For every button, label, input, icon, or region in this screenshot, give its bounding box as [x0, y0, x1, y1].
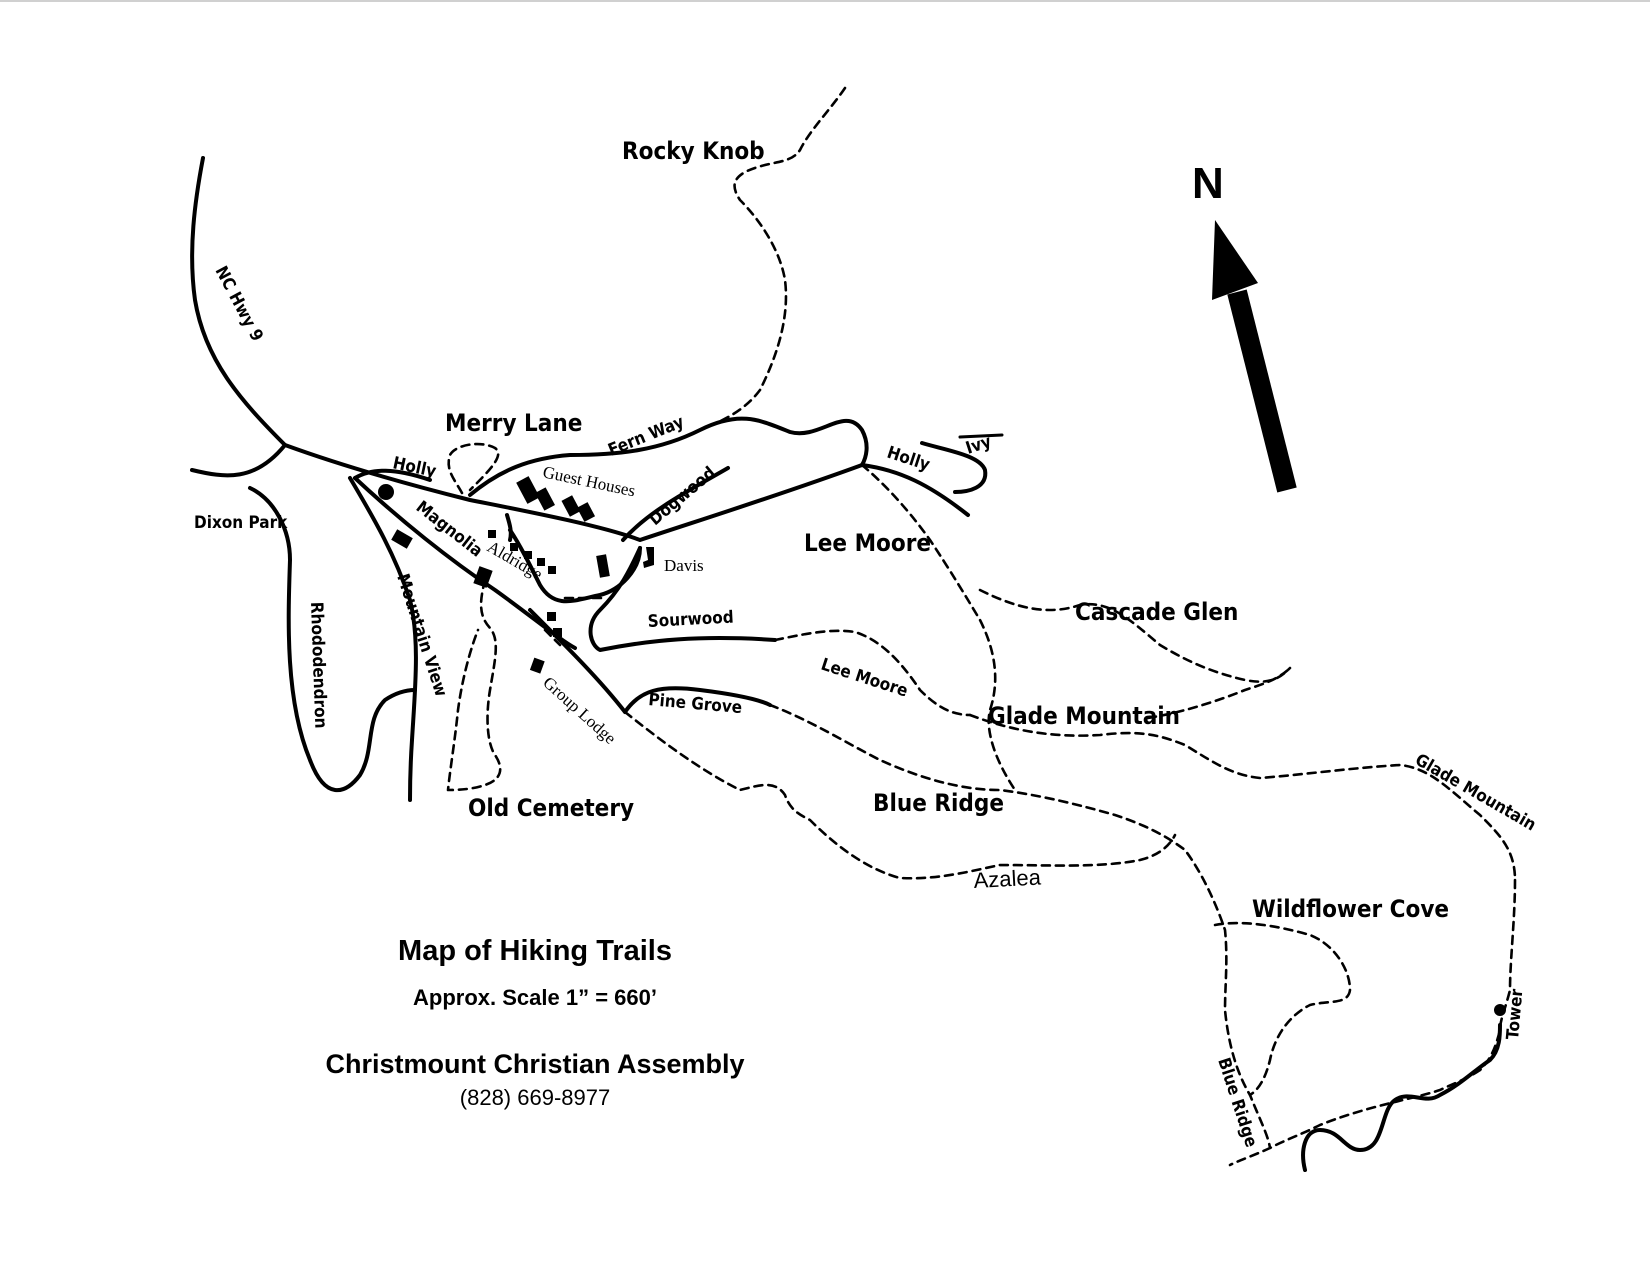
davis-road: [588, 546, 777, 652]
tower-trail: [1228, 1068, 1482, 1167]
north-loop-west: [353, 468, 432, 482]
building-mountain-view: [391, 529, 413, 549]
holly-east-road: [860, 463, 970, 517]
north-label: N: [1192, 159, 1224, 208]
building-center: [596, 554, 610, 578]
label-holly-west: Holly: [391, 453, 438, 482]
cascade-glen-connector: [1146, 666, 1292, 720]
dixon-spur: [190, 443, 287, 478]
cascade-glen-trail: [978, 588, 1292, 683]
building-guest-house-4: [576, 502, 596, 522]
label-blue-ridge-south: Blue Ridge: [1213, 1055, 1261, 1149]
label-cascade-glen: Cascade Glen: [1075, 598, 1238, 626]
lee-moore-south-trail: [773, 629, 972, 717]
building-davis: [643, 547, 654, 568]
map-scale: Approx. Scale 1” = 660’: [413, 985, 657, 1010]
trails: [446, 86, 1517, 1167]
label-mountain-view: Mountain View: [392, 571, 451, 699]
guest-houses-spur: [505, 513, 513, 542]
building-guest-house-3: [561, 495, 581, 517]
label-tower: Tower: [1503, 988, 1527, 1041]
rocky-knob-trail: [698, 86, 847, 432]
tower-creek-line: [1301, 1023, 1502, 1172]
building-aldridge-5: [548, 566, 556, 574]
organization-name: Christmount Christian Assembly: [325, 1049, 745, 1079]
map-title: Map of Hiking Trails: [398, 935, 672, 967]
building-aldridge-4: [537, 558, 545, 566]
label-group-lodge: Group Lodge: [539, 673, 619, 748]
label-dixon-park: Dixon Park: [194, 513, 288, 533]
building-sourwood-1: [547, 612, 556, 621]
group-lodge-road: [528, 608, 627, 714]
building-aldridge-2: [510, 543, 518, 551]
label-dogwood: Dogwood: [645, 463, 719, 530]
rhododendron-loop: [248, 486, 417, 792]
label-wildflower-cove: Wildflower Cove: [1252, 895, 1449, 923]
ivy-road: [920, 441, 988, 494]
wildflower-cove-trail: [1213, 921, 1352, 1097]
label-sourwood: Sourwood: [647, 608, 734, 632]
north-arrow: N: [1192, 159, 1297, 493]
organization-phone: (828) 669-8977: [459, 1085, 611, 1110]
pine-grove-road: [623, 686, 772, 714]
label-glade-mountain-east: Glade Mountain: [1412, 750, 1540, 835]
label-guest-houses: Guest Houses: [541, 462, 637, 500]
building-aldridge-3: [524, 551, 532, 559]
dogwood-road: [621, 466, 730, 542]
label-rocky-knob: Rocky Knob: [622, 137, 765, 165]
building-sourwood-2: [553, 628, 562, 637]
building-aldridge-1: [488, 530, 496, 538]
blue-ridge-upper-trail: [768, 703, 1272, 1150]
loop-north-road: [468, 416, 869, 497]
label-merry-lane: Merry Lane: [445, 409, 582, 437]
label-lee-moore-north: Lee Moore: [804, 529, 931, 557]
building-group-lodge: [529, 657, 545, 674]
roads: [190, 156, 1004, 802]
label-magnolia: Magnolia: [412, 497, 486, 561]
buildings: [378, 476, 1506, 1016]
building-magnolia: [473, 566, 493, 588]
label-glade-mountain: Glade Mountain: [988, 702, 1180, 730]
building-guest-house-1: [516, 476, 540, 504]
label-nc-hwy-9: NC Hwy 9: [211, 263, 267, 345]
label-old-cemetery: Old Cemetery: [468, 794, 634, 822]
glade-mountain-east-trail: [1478, 878, 1517, 1072]
lee-moore-north-trail: [860, 463, 1017, 792]
top-border: [0, 0, 1650, 2]
label-azalea: Azalea: [973, 864, 1042, 893]
building-tower: [1494, 1004, 1506, 1016]
label-fern-way: Fern Way: [605, 412, 687, 460]
building-holly-west: [378, 484, 394, 500]
sourwood-dashes: [543, 628, 562, 647]
label-davis: Davis: [664, 556, 704, 575]
ivy-road-stub: [958, 433, 1004, 439]
nc-hwy-9-road: [190, 156, 287, 447]
mountain-view-road: [348, 476, 418, 802]
holly-main-road: [283, 443, 864, 542]
blue-ridge-trail: [623, 710, 1177, 880]
building-guest-house-2: [535, 487, 555, 511]
glade-mountain-trail: [968, 713, 1517, 882]
label-blue-ridge: Blue Ridge: [873, 789, 1004, 817]
label-rhododendron: Rhododendron: [306, 601, 330, 728]
merry-lane-trail: [447, 442, 500, 495]
label-lee-moore-south: Lee Moore: [818, 655, 910, 702]
old-cemetery-trail: [446, 578, 502, 792]
